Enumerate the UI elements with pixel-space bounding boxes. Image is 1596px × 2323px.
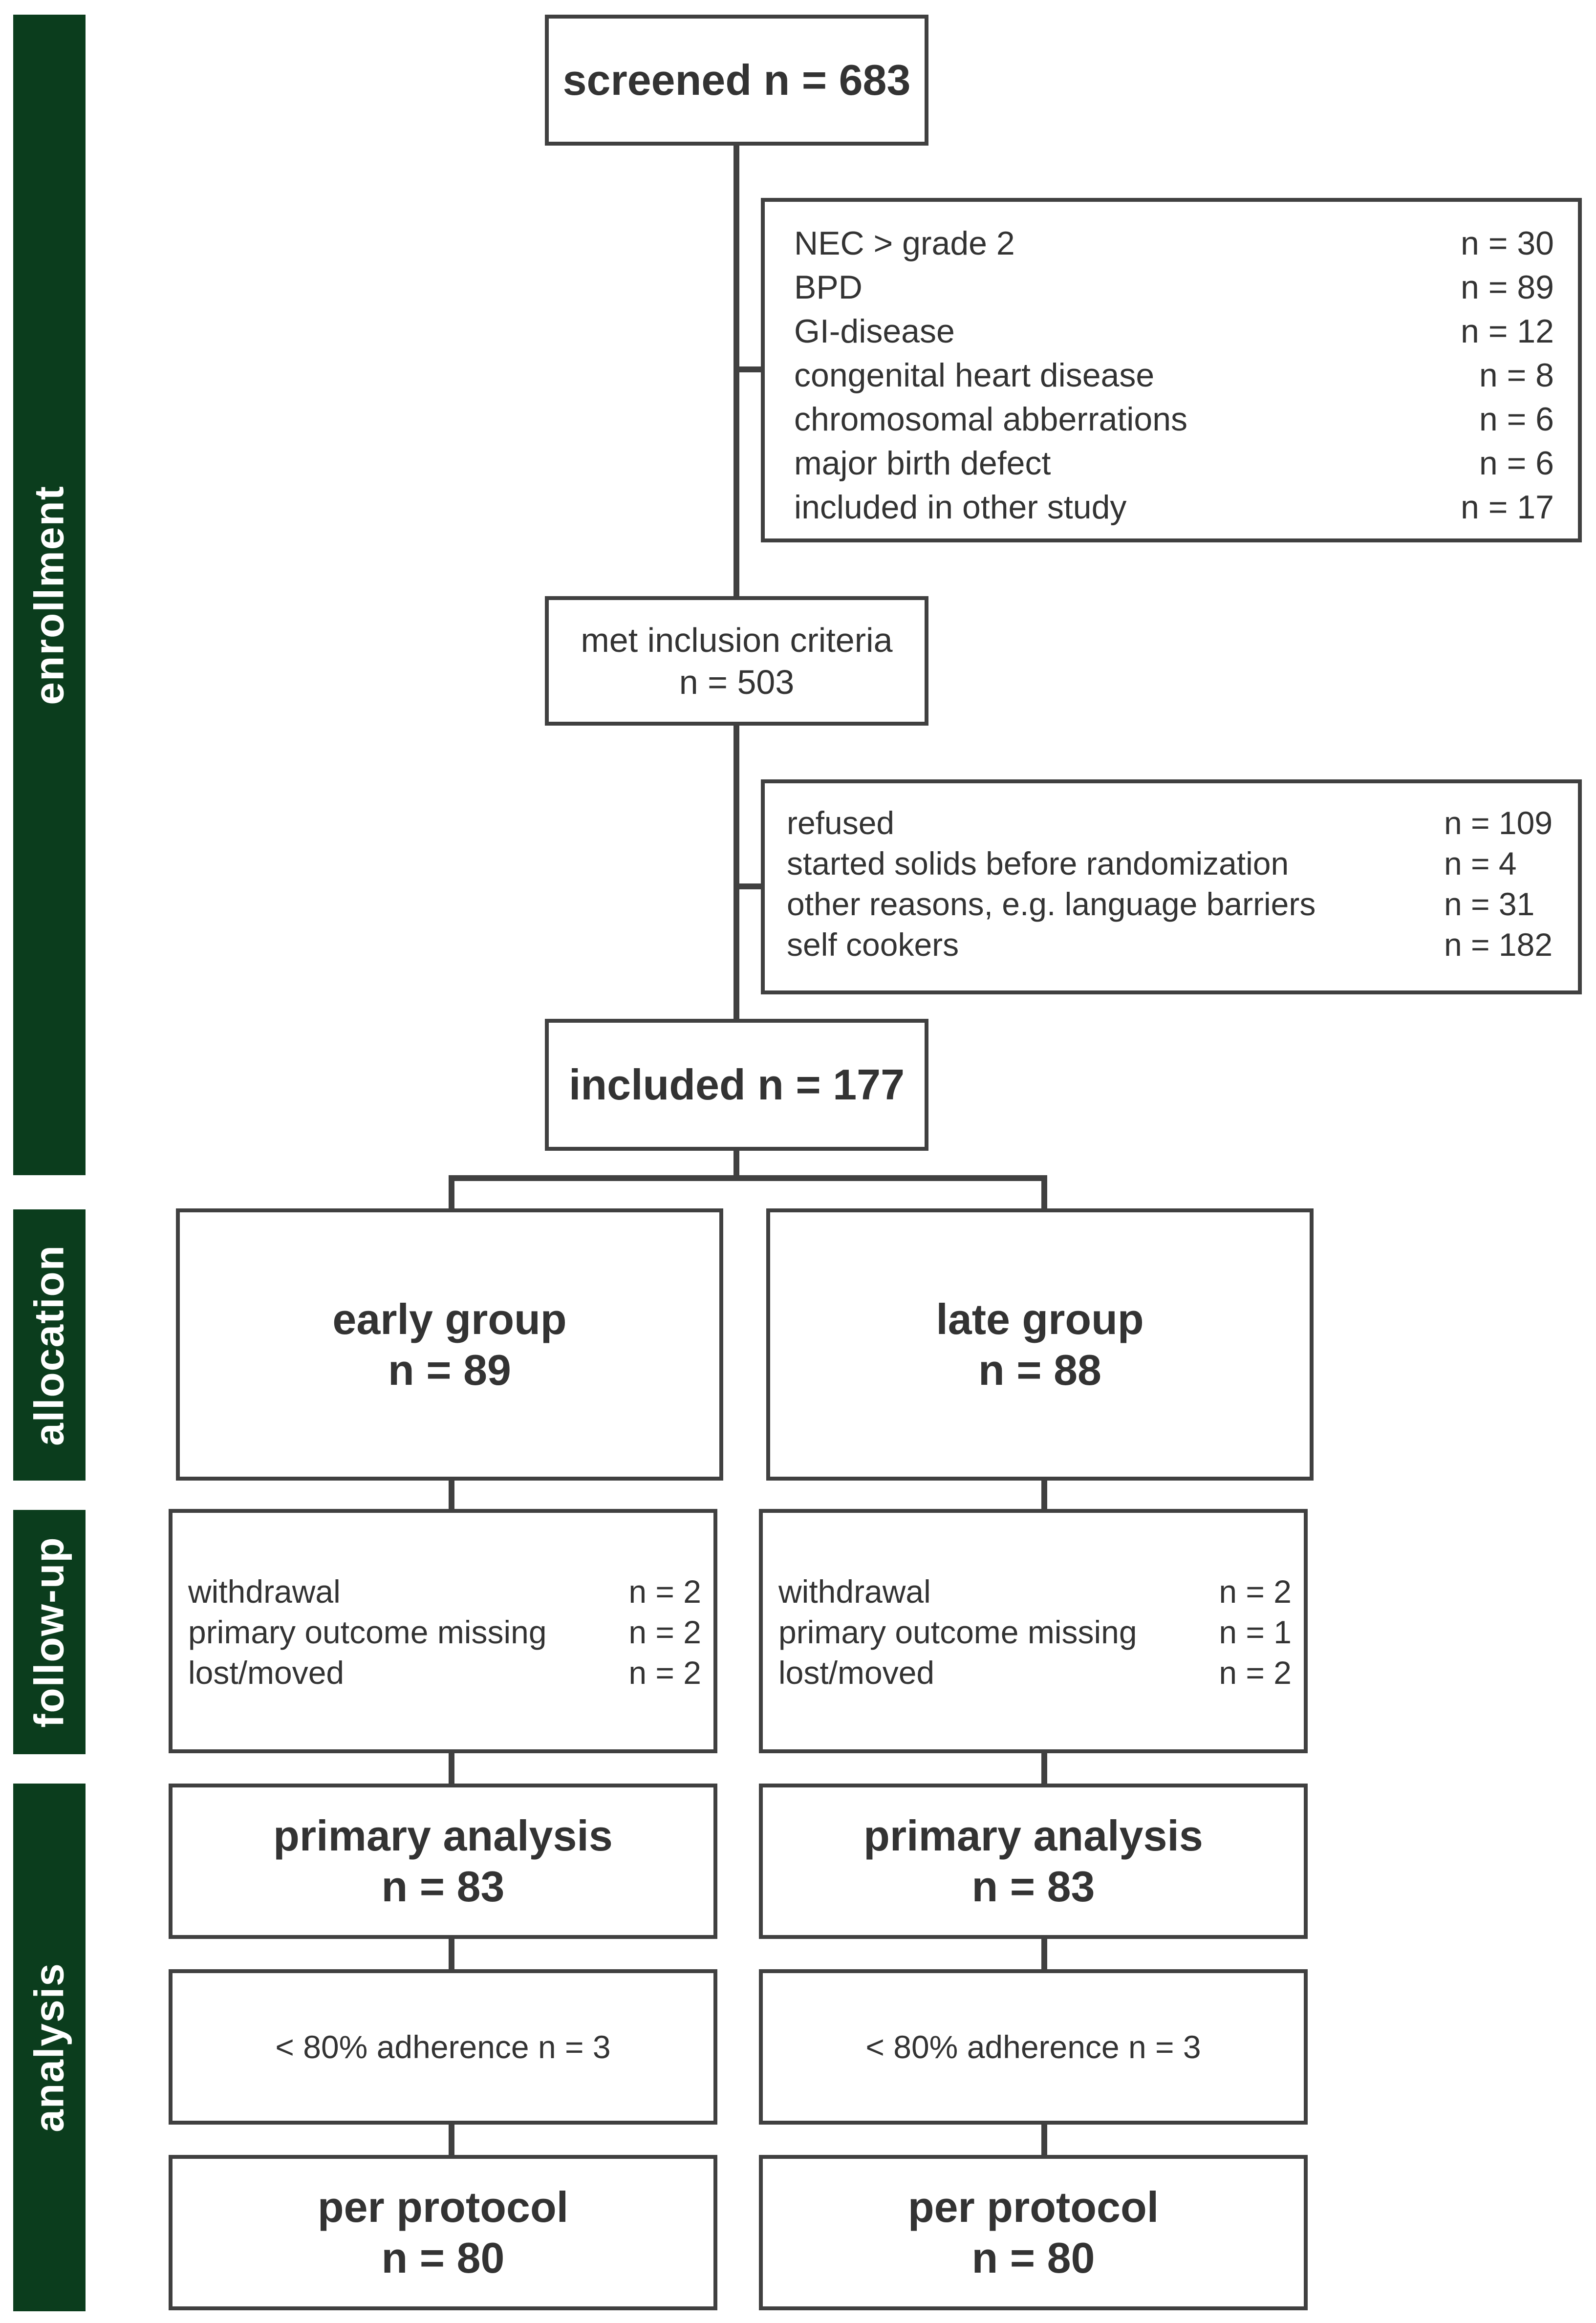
early-group-name: early group [332,1294,567,1343]
late-primary-n: n = 83 [971,1862,1095,1911]
included-down-connector [733,1149,739,1179]
early-group-box: early group n = 89 [176,1208,723,1481]
late-pp-n: n = 80 [971,2234,1095,2282]
phase-bar-enrollment: enrollment [13,15,86,1175]
phase-label-allocation: allocation [26,1244,72,1446]
late-adherence-box: < 80% adherence n = 3 [759,1969,1308,2125]
late-primary-analysis-box: primary analysis n = 83 [759,1784,1308,1939]
late-group-name: late group [936,1294,1144,1343]
early-alloc-followup-connector [449,1478,454,1511]
early-adherence-pp-connector [449,2123,454,2157]
late-followup-primary-connector [1041,1752,1047,1785]
early-primary-label: primary analysis [273,1811,613,1860]
met-inclusion-box: met inclusion criteria n = 503 [545,596,928,726]
late-primary-adherence-connector [1041,1937,1047,1971]
early-pp-n: n = 80 [381,2234,505,2282]
early-followup-primary-connector [449,1752,454,1785]
early-group-n: n = 89 [388,1345,511,1394]
early-pp-label: per protocol [317,2183,569,2231]
early-adherence-text: < 80% adherence n = 3 [275,2029,611,2065]
early-primary-analysis-box: primary analysis n = 83 [169,1784,717,1939]
late-group-n: n = 88 [978,1345,1101,1394]
screened-box: screened n = 683 [545,15,928,146]
late-group-box: late group n = 88 [766,1208,1314,1481]
late-adherence-pp-connector [1041,2123,1047,2157]
early-adherence-box: < 80% adherence n = 3 [169,1969,717,2125]
branch-connector-exclusions-2 [736,883,763,889]
split-horizontal-connector [449,1175,1047,1181]
early-per-protocol-box: per protocol n = 80 [169,2155,717,2310]
split-left-connector [449,1175,454,1209]
phase-bar-analysis: analysis [13,1784,86,2311]
late-per-protocol-box: per protocol n = 80 [759,2155,1308,2310]
included-box: included n = 177 [545,1019,928,1151]
met-inclusion-label: met inclusion criteria [581,621,893,659]
phase-label-follow-up: follow-up [26,1536,72,1728]
late-pp-label: per protocol [907,2183,1159,2231]
met-inclusion-n: n = 503 [679,663,795,701]
late-adherence-text: < 80% adherence n = 3 [865,2029,1201,2065]
phase-label-analysis: analysis [26,1962,72,2132]
phase-bar-allocation: allocation [13,1209,86,1481]
screened-text: screened n = 683 [562,56,911,104]
early-primary-n: n = 83 [381,1862,505,1911]
late-alloc-followup-connector [1041,1478,1047,1511]
early-primary-adherence-connector [449,1937,454,1971]
split-right-connector [1041,1175,1047,1209]
late-primary-label: primary analysis [863,1811,1203,1860]
phase-bar-follow-up: follow-up [13,1510,86,1754]
phase-label-enrollment: enrollment [26,485,72,705]
included-text: included n = 177 [568,1060,905,1109]
branch-connector-exclusions-1 [736,366,763,372]
